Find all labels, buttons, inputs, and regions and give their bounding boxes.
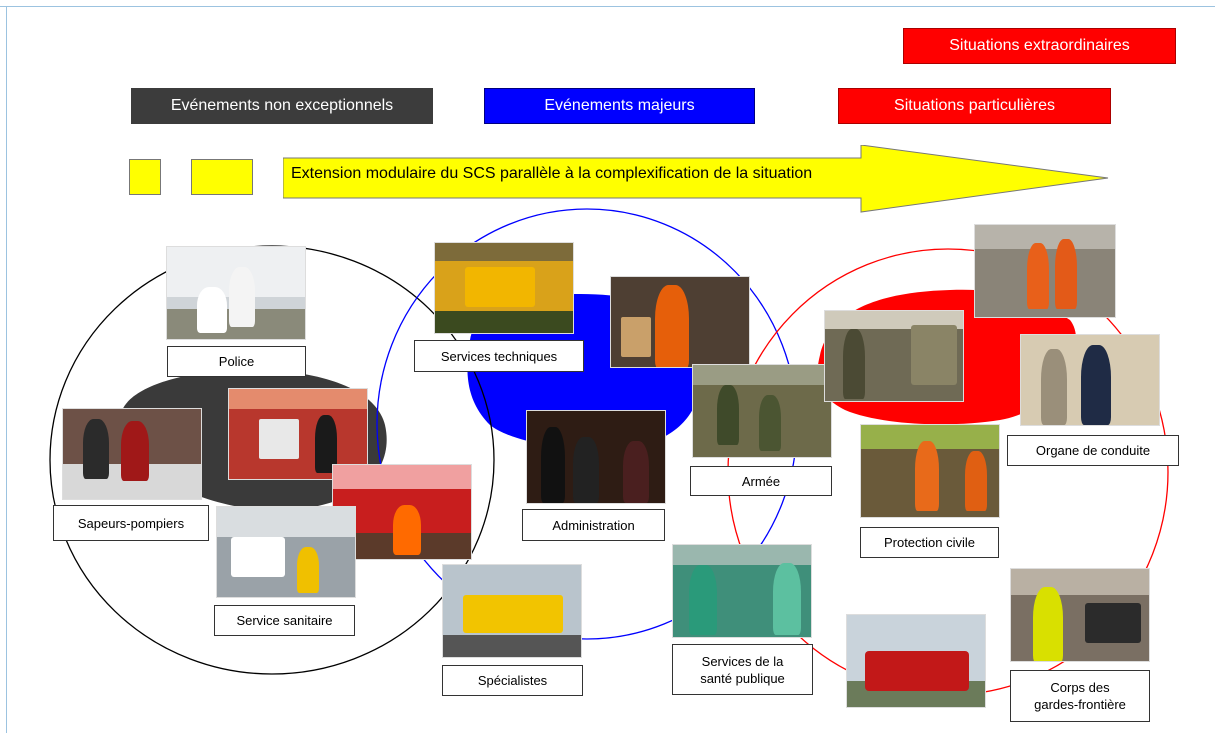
label-services-techniques: Services techniques: [414, 340, 584, 372]
label-armee: Armée: [690, 466, 832, 496]
module-square-2: [191, 159, 253, 195]
military-vehicle-photo: [824, 310, 964, 402]
fire-truck-photo: [846, 614, 986, 708]
category-extraordinary-situations: Situations extraordinaires: [903, 28, 1176, 64]
category-particular-situations: Situations particulières: [838, 88, 1111, 124]
firefighters-photo: [62, 408, 202, 500]
administration-photo: [526, 410, 666, 504]
label-specialistes: Spécialistes: [442, 665, 583, 696]
frame-border-left: [6, 6, 7, 733]
arrow-text: Extension modulaire du SCS parallèle à l…: [291, 165, 813, 182]
category-major-events: Evénements majeurs: [484, 88, 755, 124]
label-administration: Administration: [522, 509, 665, 541]
module-square-1: [129, 159, 161, 195]
extension-arrow: Extension modulaire du SCS parallèle à l…: [283, 145, 1109, 213]
army-photo: [692, 364, 832, 458]
technical-services-photo: [434, 242, 574, 334]
search-dog-photo: [974, 224, 1116, 318]
surgery-photo: [672, 544, 812, 638]
arrow-shape: [283, 145, 1109, 213]
label-service-sanitaire: Service sanitaire: [214, 605, 355, 636]
civil-protection-photo: [860, 424, 1000, 518]
label-police: Police: [167, 346, 306, 377]
label-gardes-frontiere: Corps des gardes-frontière: [1010, 670, 1150, 722]
label-sante-publique: Services de la santé publique: [672, 644, 813, 695]
label-sapeurs-pompiers: Sapeurs-pompiers: [53, 505, 209, 541]
label-organe-de-conduite: Organe de conduite: [1007, 435, 1179, 466]
rescue-worker-photo: [610, 276, 750, 368]
command-staff-photo: [1020, 334, 1160, 426]
crane-photo: [442, 564, 582, 658]
police-photo: [166, 246, 306, 340]
border-guard-photo: [1010, 568, 1150, 662]
label-protection-civile: Protection civile: [860, 527, 999, 558]
category-non-exceptional-events: Evénements non exceptionnels: [131, 88, 433, 124]
frame-border-top: [0, 6, 1215, 7]
ambulance-photo: [216, 506, 356, 598]
